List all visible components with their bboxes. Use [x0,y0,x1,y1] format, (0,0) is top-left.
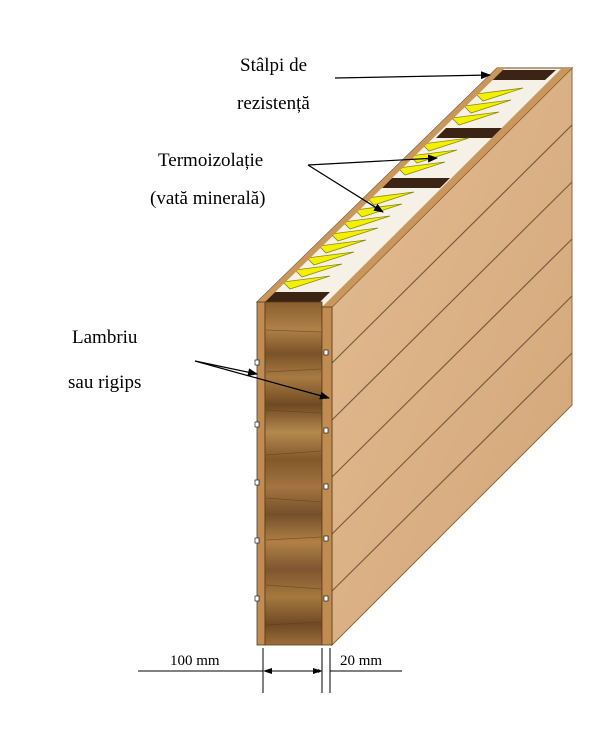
nails [254,349,329,602]
stud-mid-1 [382,178,450,188]
section-cladding-left [256,301,266,646]
cladding-label-line2: sau rigips [68,372,142,393]
grain-streaks [265,329,322,626]
studs-label-line1: Stâlpi de [240,55,308,76]
section-stud-face [264,301,323,646]
stud-top-front [263,292,330,302]
inner-board-top [257,68,505,302]
insulation-label-line2: (vată minerală) [150,188,266,209]
studs-label-line2: rezistență [237,93,310,114]
dimension-board-label: 20 mm [340,653,383,669]
section-cladding-right [321,306,333,646]
leader-lines [194,71,491,400]
cladding-label-line1: Lambriu [72,327,138,348]
stud-top-back [487,70,556,80]
stud-mid-2 [436,128,503,138]
board-joints [331,124,573,592]
dimension-lines [138,648,402,693]
insulation-wedges [282,87,524,290]
insulation-label-line1: Termoizolație [158,150,264,171]
dimension-core-label: 100 mm [170,653,220,669]
outer-board-top [322,68,572,307]
